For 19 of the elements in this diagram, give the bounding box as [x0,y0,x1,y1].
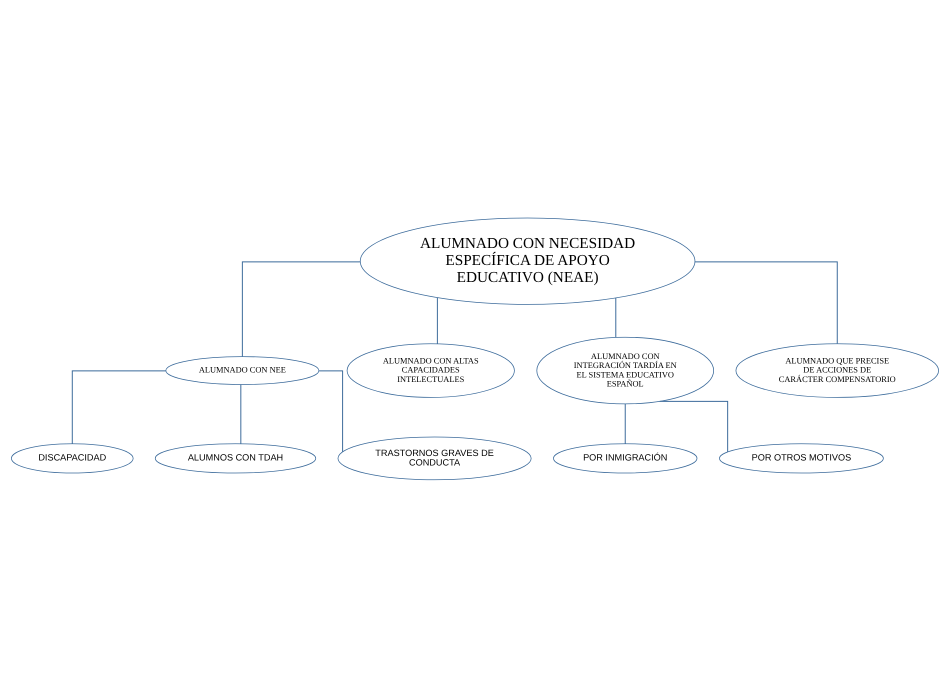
connector [242,261,361,357]
node-ellipse: ALUMNADO CON INTEGRACIÓN TARDÍA EN EL SISTEMA EDUCATIVO ESPAÑOL [536,336,714,404]
connector [240,384,242,444]
node-ellipse: ALUMNADO CON ALTAS CAPACIDADES INTELECTUALES [346,343,515,398]
connector [436,297,438,344]
connector [659,400,728,452]
node-ellipse: ALUMNADO CON NECESIDAD ESPECÍFICA DE APOYO EDUCATIVO (NEAE) [360,218,696,305]
node-ellipse: ALUMNOS CON TDAH [154,443,316,474]
connector [694,261,838,344]
node-ellipse: POR OTROS MOTIVOS [719,443,884,474]
node-ellipse: TRASTORNOS GRAVES DE CONDUCTA [338,436,532,480]
connector [318,370,344,452]
connector [72,370,166,444]
node-ellipse: POR INMIGRACIÓN [553,443,698,474]
connector [615,297,616,338]
node-ellipse: ALUMNADO QUE PRECISE DE ACCIONES DE CARÁCTER COMPENSATORIO [736,343,939,398]
node-ellipse: ALUMNADO CON NEE [165,356,320,385]
connector [624,404,626,444]
node-ellipse: DISCAPACIDAD [11,443,134,474]
